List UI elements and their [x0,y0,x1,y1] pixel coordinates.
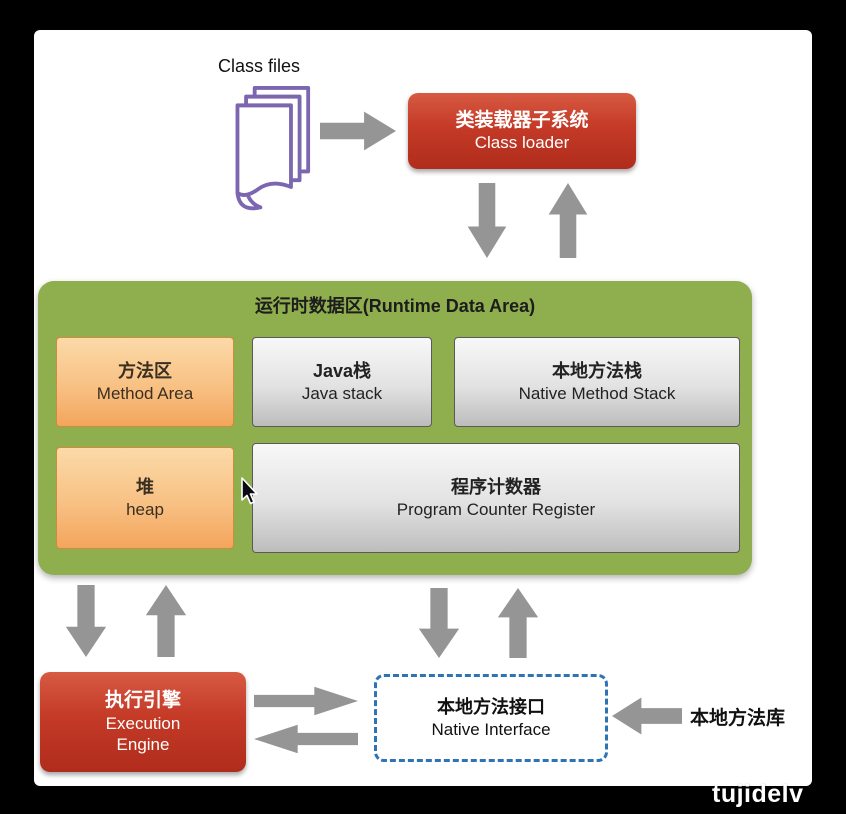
heap-box: 堆 heap [56,447,234,549]
java-stack-label-zh: Java栈 [312,361,372,382]
heap-label-zh: 堆 [136,477,154,498]
execution-engine-label-en2: Engine [116,734,170,754]
class-files-icon [226,84,312,220]
class-loader-label-en: Class loader [474,133,570,153]
runtime-data-area: 运行时数据区(Runtime Data Area) 方法区 Method Are… [38,281,752,575]
execution-engine-box: 执行引擎 Execution Engine [40,672,246,772]
method-area-label-en: Method Area [96,383,194,403]
java-stack-box: Java栈 Java stack [252,337,432,427]
arrow-down-loader-to-runtime-icon [464,183,510,258]
pc-register-box: 程序计数器 Program Counter Register [252,443,740,553]
arrow-up-runtime-to-loader-icon [545,183,591,258]
native-interface-label-en: Native Interface [431,719,551,739]
native-interface-label-zh: 本地方法接口 [437,697,545,718]
arrow-up-interface-to-runtime-icon [494,588,542,658]
class-loader-label-zh: 类装载器子系统 [455,109,589,131]
native-method-stack-label-en: Native Method Stack [518,383,676,403]
method-area-box: 方法区 Method Area [56,337,234,427]
pc-register-label-zh: 程序计数器 [451,477,541,498]
mouse-cursor-icon [238,476,260,506]
class-loader-box: 类装载器子系统 Class loader [408,93,636,169]
execution-engine-label-en1: Execution [105,713,181,733]
method-area-label-zh: 方法区 [118,361,172,382]
heap-label-en: heap [126,499,164,519]
arrow-up-engine-to-runtime-icon [142,585,190,657]
arrow-right-engine-to-interface-icon [254,684,358,718]
arrow-down-runtime-to-interface-icon [415,588,463,658]
class-files-label: Class files [218,56,301,76]
runtime-data-area-title: 运行时数据区(Runtime Data Area) [254,296,536,316]
native-method-stack-box: 本地方法栈 Native Method Stack [454,337,740,427]
arrow-left-interface-to-engine-icon [254,722,358,756]
native-library-label: 本地方法库 [690,708,786,729]
arrow-right-files-to-loader-icon [320,108,396,154]
native-interface-box: 本地方法接口 Native Interface [374,674,608,762]
java-stack-label-en: Java stack [301,383,383,403]
pc-register-label-en: Program Counter Register [396,499,596,519]
native-method-stack-label-zh: 本地方法栈 [552,361,642,382]
execution-engine-label-zh: 执行引擎 [104,689,181,711]
arrow-left-library-to-interface-icon [612,694,682,738]
watermark-text: tujidelv [712,780,804,808]
arrow-down-runtime-to-engine-icon [62,585,110,657]
